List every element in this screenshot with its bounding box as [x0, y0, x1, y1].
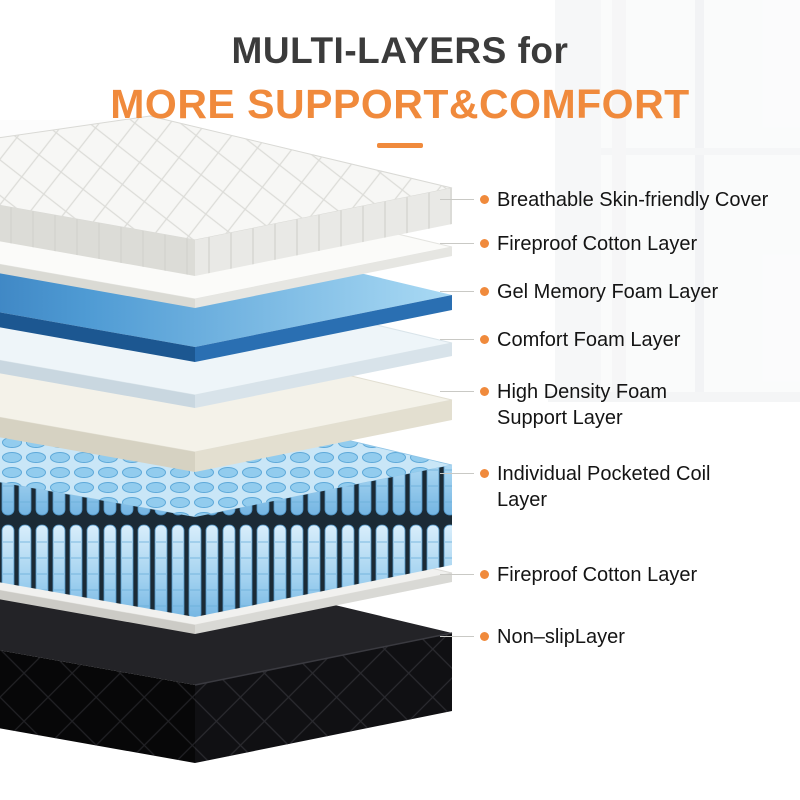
layer-label: Fireproof Cotton Layer	[497, 564, 698, 586]
coil-front-right-face	[195, 465, 452, 617]
leader-line	[440, 391, 474, 392]
bullet-dot-icon	[480, 469, 489, 478]
header: MULTI-LAYERS for MORE SUPPORT&COMFORT	[0, 30, 800, 148]
bullet-dot-icon	[480, 287, 489, 296]
layer-label: High Density Foam Support Layer	[497, 381, 668, 429]
layer-label: Breathable Skin-friendly Cover	[497, 189, 769, 211]
bullet-dot-icon	[480, 239, 489, 248]
bullet-dot-icon	[480, 387, 489, 396]
layer-label: Gel Memory Foam Layer	[497, 281, 719, 303]
bullet-dot-icon	[480, 632, 489, 641]
bullet-dot-icon	[480, 570, 489, 579]
layer-graphic-breathable-cover	[0, 115, 453, 276]
layer-label: Non–slipLayer	[497, 626, 625, 648]
leader-line	[440, 199, 474, 200]
label-fireproof-cotton-lower: Fireproof Cotton Layer	[440, 562, 697, 588]
label-high-density-foam: High Density Foam Support Layer	[440, 379, 697, 431]
leader-line	[440, 473, 474, 474]
page-title: MULTI-LAYERS for	[231, 30, 569, 71]
bullet-dot-icon	[480, 335, 489, 344]
layer-label: Fireproof Cotton Layer	[497, 233, 698, 255]
label-pocketed-coil: Individual Pocketed Coil Layer	[440, 461, 737, 513]
accent-divider	[377, 143, 423, 148]
layer-label: Comfort Foam Layer	[497, 329, 681, 351]
coil-front-left-face	[0, 482, 195, 617]
label-fireproof-cotton-upper: Fireproof Cotton Layer	[440, 231, 697, 257]
leader-line	[440, 339, 474, 340]
label-gel-memory-foam: Gel Memory Foam Layer	[440, 279, 718, 305]
label-comfort-foam: Comfort Foam Layer	[440, 327, 680, 353]
leader-line	[440, 291, 474, 292]
layer-label: Individual Pocketed Coil Layer	[497, 463, 711, 511]
leader-line	[440, 574, 474, 575]
bullet-dot-icon	[480, 195, 489, 204]
label-breathable-cover: Breathable Skin-friendly Cover	[440, 187, 768, 213]
leader-line	[440, 243, 474, 244]
label-non-slip-layer: Non–slipLayer	[440, 624, 625, 650]
page-subtitle: MORE SUPPORT&COMFORT	[110, 81, 690, 127]
leader-line	[440, 636, 474, 637]
